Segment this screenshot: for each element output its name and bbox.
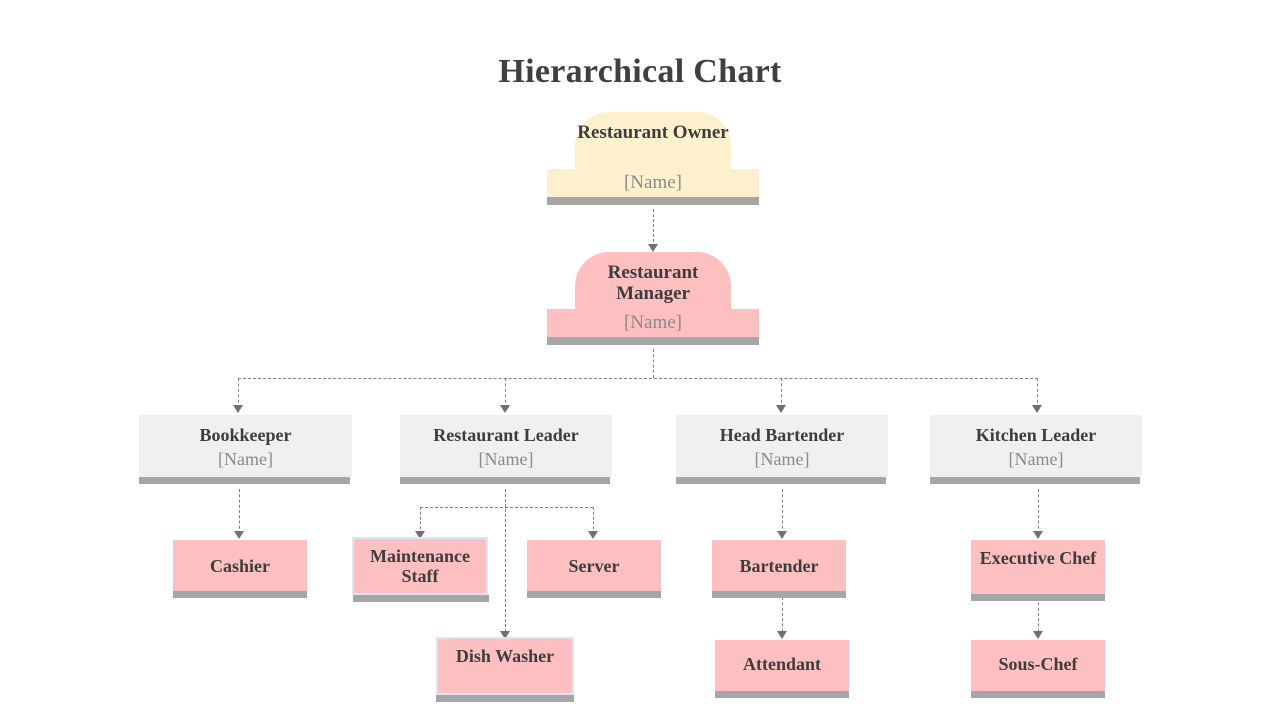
- node-bookkeeper[interactable]: Bookkeeper [Name]: [139, 415, 352, 490]
- connector-bus-to-head-bartender: [781, 378, 782, 408]
- node-role-label: Dish Washer: [455, 646, 555, 666]
- node-shadow-bar: [712, 591, 846, 598]
- node-role-label: Kitchen Leader: [975, 425, 1097, 445]
- node-shadow-bar: [547, 337, 759, 345]
- arrow-to-kitchen-leader: [1032, 405, 1042, 413]
- arrow-to-executive-chef: [1033, 531, 1043, 539]
- node-box-pink: [715, 640, 849, 691]
- node-restaurant-manager[interactable]: Restaurant Manager [Name]: [547, 252, 759, 354]
- node-person-label: [Name]: [218, 449, 273, 469]
- connector-executive-chef-to-sous-chef: [1038, 597, 1039, 637]
- arrow-to-restaurant-leader: [500, 405, 510, 413]
- node-role-label: Restaurant Manager: [607, 262, 699, 305]
- node-restaurant-owner[interactable]: Restaurant Owner [Name]: [547, 112, 759, 214]
- node-role-label: Restaurant Leader: [433, 425, 579, 445]
- node-person-label: [Name]: [754, 449, 810, 469]
- connector-kitchen-leader-to-executive-chef: [1038, 489, 1039, 534]
- node-box-pink: [527, 540, 661, 591]
- arrow-to-attendant: [777, 631, 787, 639]
- node-box-pink: [438, 639, 572, 693]
- node-role-label: Bartender: [739, 556, 819, 576]
- node-shadow-bar: [173, 591, 307, 598]
- node-box-gray: [139, 415, 352, 477]
- connector-restaurant-leader-to-dish-washer: [505, 489, 506, 637]
- arrow-to-maintenance-staff: [415, 531, 425, 539]
- connector-head-bartender-to-bartender: [782, 489, 783, 534]
- node-base-cream: [547, 169, 759, 197]
- node-person-label: [Name]: [623, 172, 683, 193]
- node-server[interactable]: Server: [527, 540, 661, 602]
- connector-bookkeeper-to-cashier: [239, 489, 240, 534]
- node-role-label: Sous-Chef: [998, 654, 1078, 674]
- node-box-gray: [400, 415, 612, 477]
- node-bartender[interactable]: Bartender: [712, 540, 846, 602]
- connector-bus-to-bookkeeper: [238, 378, 239, 408]
- arrow-to-server: [588, 531, 598, 539]
- node-box-pink: [971, 640, 1105, 691]
- node-maintenance-staff[interactable]: Maintenance Staff: [353, 539, 489, 602]
- connector-owner-to-manager: [653, 209, 654, 247]
- node-role-label: Server: [568, 556, 620, 576]
- page-title: Hierarchical Chart: [498, 53, 782, 90]
- node-box-pink: [173, 540, 307, 591]
- node-role-label: Head Bartender: [719, 425, 845, 445]
- node-shadow-bar: [436, 695, 574, 702]
- node-box-gray: [676, 415, 888, 477]
- node-kitchen-leader[interactable]: Kitchen Leader [Name]: [930, 415, 1142, 490]
- node-box-gray: [930, 415, 1142, 477]
- arrow-to-cashier: [234, 531, 244, 539]
- node-person-label: [Name]: [623, 312, 683, 333]
- arrow-to-bookkeeper: [233, 405, 243, 413]
- connector-restaurant-leader-bus: [420, 507, 593, 508]
- node-shadow-bar: [971, 691, 1105, 698]
- arrow-to-bartender: [777, 531, 787, 539]
- connector-to-maintenance-staff: [420, 507, 421, 534]
- node-cashier[interactable]: Cashier: [173, 540, 307, 602]
- node-shadow-bar: [971, 594, 1105, 601]
- arrow-owner-to-manager: [648, 244, 658, 252]
- node-base-pink: [547, 309, 759, 337]
- node-shadow-bar: [715, 691, 849, 698]
- node-role-label: Maintenance Staff: [370, 546, 470, 587]
- arrow-to-sous-chef: [1033, 631, 1043, 639]
- node-executive-chef[interactable]: Executive Chef: [971, 540, 1105, 602]
- node-shadow-bar: [353, 595, 489, 602]
- node-person-label: [Name]: [1008, 449, 1064, 469]
- node-box-pink: [354, 539, 486, 593]
- node-head-bartender[interactable]: Head Bartender [Name]: [676, 415, 888, 490]
- connector-to-server: [593, 507, 594, 534]
- node-restaurant-leader[interactable]: Restaurant Leader [Name]: [400, 415, 612, 490]
- node-dish-washer[interactable]: Dish Washer: [436, 639, 574, 702]
- node-shadow-bar: [139, 477, 350, 484]
- node-role-label: Bookkeeper: [199, 425, 292, 445]
- arrow-to-dish-washer: [500, 631, 510, 639]
- arrow-to-head-bartender: [776, 405, 786, 413]
- node-box-pink: [971, 540, 1105, 594]
- node-shadow-bar: [527, 591, 661, 598]
- node-sous-chef[interactable]: Sous-Chef: [971, 640, 1105, 702]
- node-role-label: Executive Chef: [979, 548, 1097, 568]
- node-role-label: Restaurant Owner: [577, 122, 729, 143]
- connector-bartender-to-attendant: [782, 597, 783, 637]
- node-dome-pink: [575, 252, 731, 314]
- node-attendant[interactable]: Attendant: [715, 640, 849, 702]
- node-dome-cream: [575, 112, 731, 174]
- node-shadow-bar: [547, 197, 759, 205]
- connector-level3-bus: [238, 378, 1038, 379]
- connector-bus-to-kitchen-leader: [1037, 378, 1038, 408]
- node-person-label: [Name]: [478, 449, 534, 469]
- connector-manager-stem: [653, 349, 654, 378]
- connector-bus-to-restaurant-leader: [505, 378, 506, 408]
- node-role-label: Cashier: [210, 556, 270, 576]
- node-shadow-bar: [676, 477, 886, 484]
- node-shadow-bar: [400, 477, 610, 484]
- node-shadow-bar: [930, 477, 1140, 484]
- node-box-pink: [712, 540, 846, 591]
- node-role-label: Attendant: [742, 654, 821, 674]
